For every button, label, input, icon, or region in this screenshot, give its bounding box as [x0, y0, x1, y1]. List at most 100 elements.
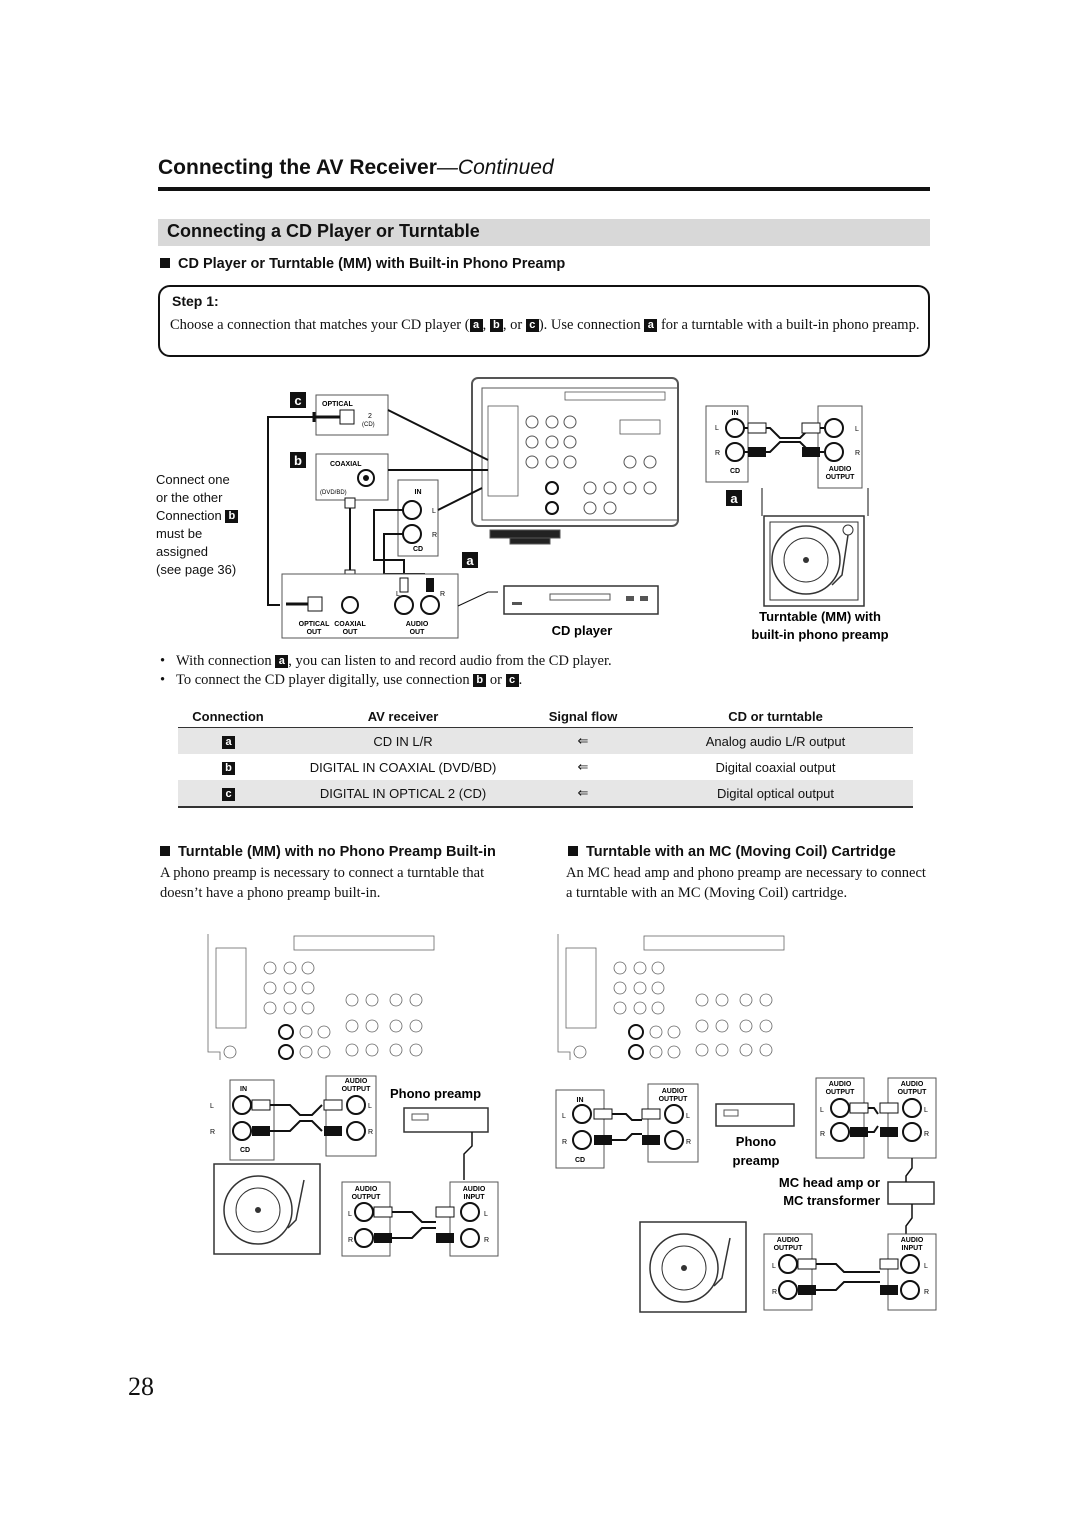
- badge-b: b: [225, 510, 239, 524]
- table-header: Signal flow: [528, 706, 638, 728]
- connection-diagram-1: c OPTICAL 2 (CD) b COAXIAL (DVD/BD) IN L…: [267, 377, 889, 642]
- phono-label: Phono: [736, 1134, 776, 1149]
- d3-r: R: [562, 1139, 567, 1146]
- d2-output-label: OUTPUT: [342, 1086, 372, 1093]
- badge-b: b: [473, 674, 487, 688]
- table-row: c DIGITAL IN OPTICAL 2 (CD) ⇐ Digital op…: [178, 780, 913, 808]
- connect-note-line: assigned: [156, 544, 209, 559]
- tt-in-r: R: [715, 450, 720, 457]
- step-text-part: Choose a connection that matches your CD…: [170, 317, 470, 333]
- bullet-text: With connection: [176, 653, 276, 669]
- d3-l2: L: [686, 1113, 690, 1120]
- d3-l4: L: [924, 1107, 928, 1114]
- connect-note-line: Connection: [156, 508, 222, 523]
- d2-r4: R: [484, 1237, 489, 1244]
- tt-out-r: R: [855, 450, 860, 457]
- d3-l3: L: [820, 1107, 824, 1114]
- table-cell: CD IN L/R: [278, 727, 528, 754]
- d3-r4: R: [924, 1131, 929, 1138]
- cd-coaxial-out-label2: OUT: [343, 629, 359, 636]
- badge-a: a: [469, 319, 483, 333]
- tt-cd-label: CD: [730, 468, 740, 475]
- d3-l5: L: [772, 1263, 776, 1270]
- badge-b: b: [222, 761, 235, 775]
- d3-output-label2: OUTPUT: [826, 1089, 856, 1096]
- mc-label-1: MC head amp or: [779, 1175, 880, 1190]
- d2-in-label: IN: [240, 1086, 247, 1093]
- d2-l2: L: [368, 1103, 372, 1110]
- badge-a: a: [275, 655, 289, 669]
- cd-in-cd-label: CD: [413, 546, 423, 553]
- table-cell: ⇐: [577, 759, 589, 774]
- step-text-part: , or: [502, 317, 526, 333]
- d3-r5: R: [772, 1289, 777, 1296]
- table-cell: Digital optical output: [638, 780, 913, 808]
- connect-note-line: must be: [156, 526, 203, 541]
- tt-out-l: L: [855, 426, 859, 433]
- table-header: CD or turntable: [638, 706, 913, 728]
- step-text: Choose a connection that matches your CD…: [170, 315, 920, 335]
- d2-audio-label: AUDIO: [345, 1078, 368, 1085]
- table-header: AV receiver: [278, 706, 528, 728]
- table-cell: DIGITAL IN COAXIAL (DVD/BD): [309, 759, 497, 775]
- d3-output-label3: OUTPUT: [898, 1089, 928, 1096]
- step-box: Step 1: Choose a connection that matches…: [158, 285, 930, 357]
- bullet-text: To connect the CD player digitally, use …: [176, 672, 474, 688]
- d3-audio-label2: AUDIO: [829, 1081, 852, 1088]
- cd-in-r: R: [432, 532, 437, 539]
- page-number: 28: [128, 1372, 154, 1401]
- coaxial-dvd-label: (DVD/BD): [320, 490, 347, 496]
- cd-optical-out-label: OPTICAL: [299, 621, 330, 628]
- d3-audio-label: AUDIO: [662, 1088, 685, 1095]
- tt-in-label: IN: [732, 410, 739, 417]
- coaxial-label: COAXIAL: [330, 461, 362, 468]
- badge-a: a: [466, 553, 474, 568]
- badge-b: b: [294, 453, 302, 468]
- d3-input-label: INPUT: [902, 1245, 924, 1252]
- receiver-rear-panel: [471, 377, 679, 545]
- d3-audio-label5: AUDIO: [901, 1237, 924, 1244]
- badge-c: c: [294, 393, 301, 408]
- d2-l: L: [210, 1103, 214, 1110]
- title-rule: [158, 187, 930, 191]
- d3-audio-label3: AUDIO: [901, 1081, 924, 1088]
- step-text-part: ,: [482, 317, 490, 333]
- badge-a: a: [222, 735, 235, 749]
- connect-note-line: Connect one: [156, 472, 230, 487]
- d2-audio-label3: AUDIO: [463, 1186, 486, 1193]
- subsection-heading-1: CD Player or Turntable (MM) with Built-i…: [160, 256, 565, 272]
- tt-audio-label: AUDIO: [829, 466, 852, 473]
- table-row: b DIGITAL IN COAXIAL (DVD/BD) ⇐ Digital …: [178, 754, 913, 780]
- d3-l: L: [562, 1113, 566, 1120]
- square-bullet-icon: [160, 846, 170, 856]
- d3-r6: R: [924, 1289, 929, 1296]
- preamp-label: preamp: [733, 1153, 780, 1168]
- cd-coaxial-out-label: COAXIAL: [334, 621, 366, 628]
- table-header: Connection: [178, 706, 278, 728]
- table-cell: ⇐: [528, 780, 638, 808]
- bullet-text: , you can listen to and record audio fro…: [288, 653, 612, 669]
- cd-in-label: IN: [415, 489, 422, 496]
- table-header-row: Connection AV receiver Signal flow CD or…: [178, 706, 913, 728]
- cd-out-r: R: [440, 591, 445, 598]
- d3-cd-label: CD: [575, 1157, 585, 1164]
- connect-note-line: or the other: [156, 490, 223, 505]
- d2-output-label2: OUTPUT: [352, 1194, 382, 1201]
- badge-a: a: [730, 491, 738, 506]
- badge-c: c: [525, 319, 539, 333]
- optical-label: OPTICAL: [322, 401, 353, 408]
- d2-r3: R: [348, 1237, 353, 1244]
- d3-audio-label4: AUDIO: [777, 1237, 800, 1244]
- d3-r2: R: [686, 1139, 691, 1146]
- phono-preamp-diagram: IN L R CD AUDIO OUTPUT L R Phono preamp …: [207, 934, 499, 1257]
- mc-label-2: MC transformer: [783, 1193, 880, 1208]
- d3-l6: L: [924, 1263, 928, 1270]
- receiver-cd-in: IN L R CD: [397, 479, 439, 557]
- optical-cd-label: (CD): [362, 422, 375, 428]
- bullet-text: .: [518, 672, 523, 688]
- d3-r3: R: [820, 1131, 825, 1138]
- subsection-2-text: A phono preamp is necessary to connect a…: [160, 865, 485, 901]
- mc-cartridge-diagram: IN L R CD AUDIO OUTPUT L R Phono preamp …: [555, 934, 937, 1313]
- d3-in-label: IN: [577, 1097, 584, 1104]
- bullet-1: With connection a, you can listen to and…: [160, 653, 612, 670]
